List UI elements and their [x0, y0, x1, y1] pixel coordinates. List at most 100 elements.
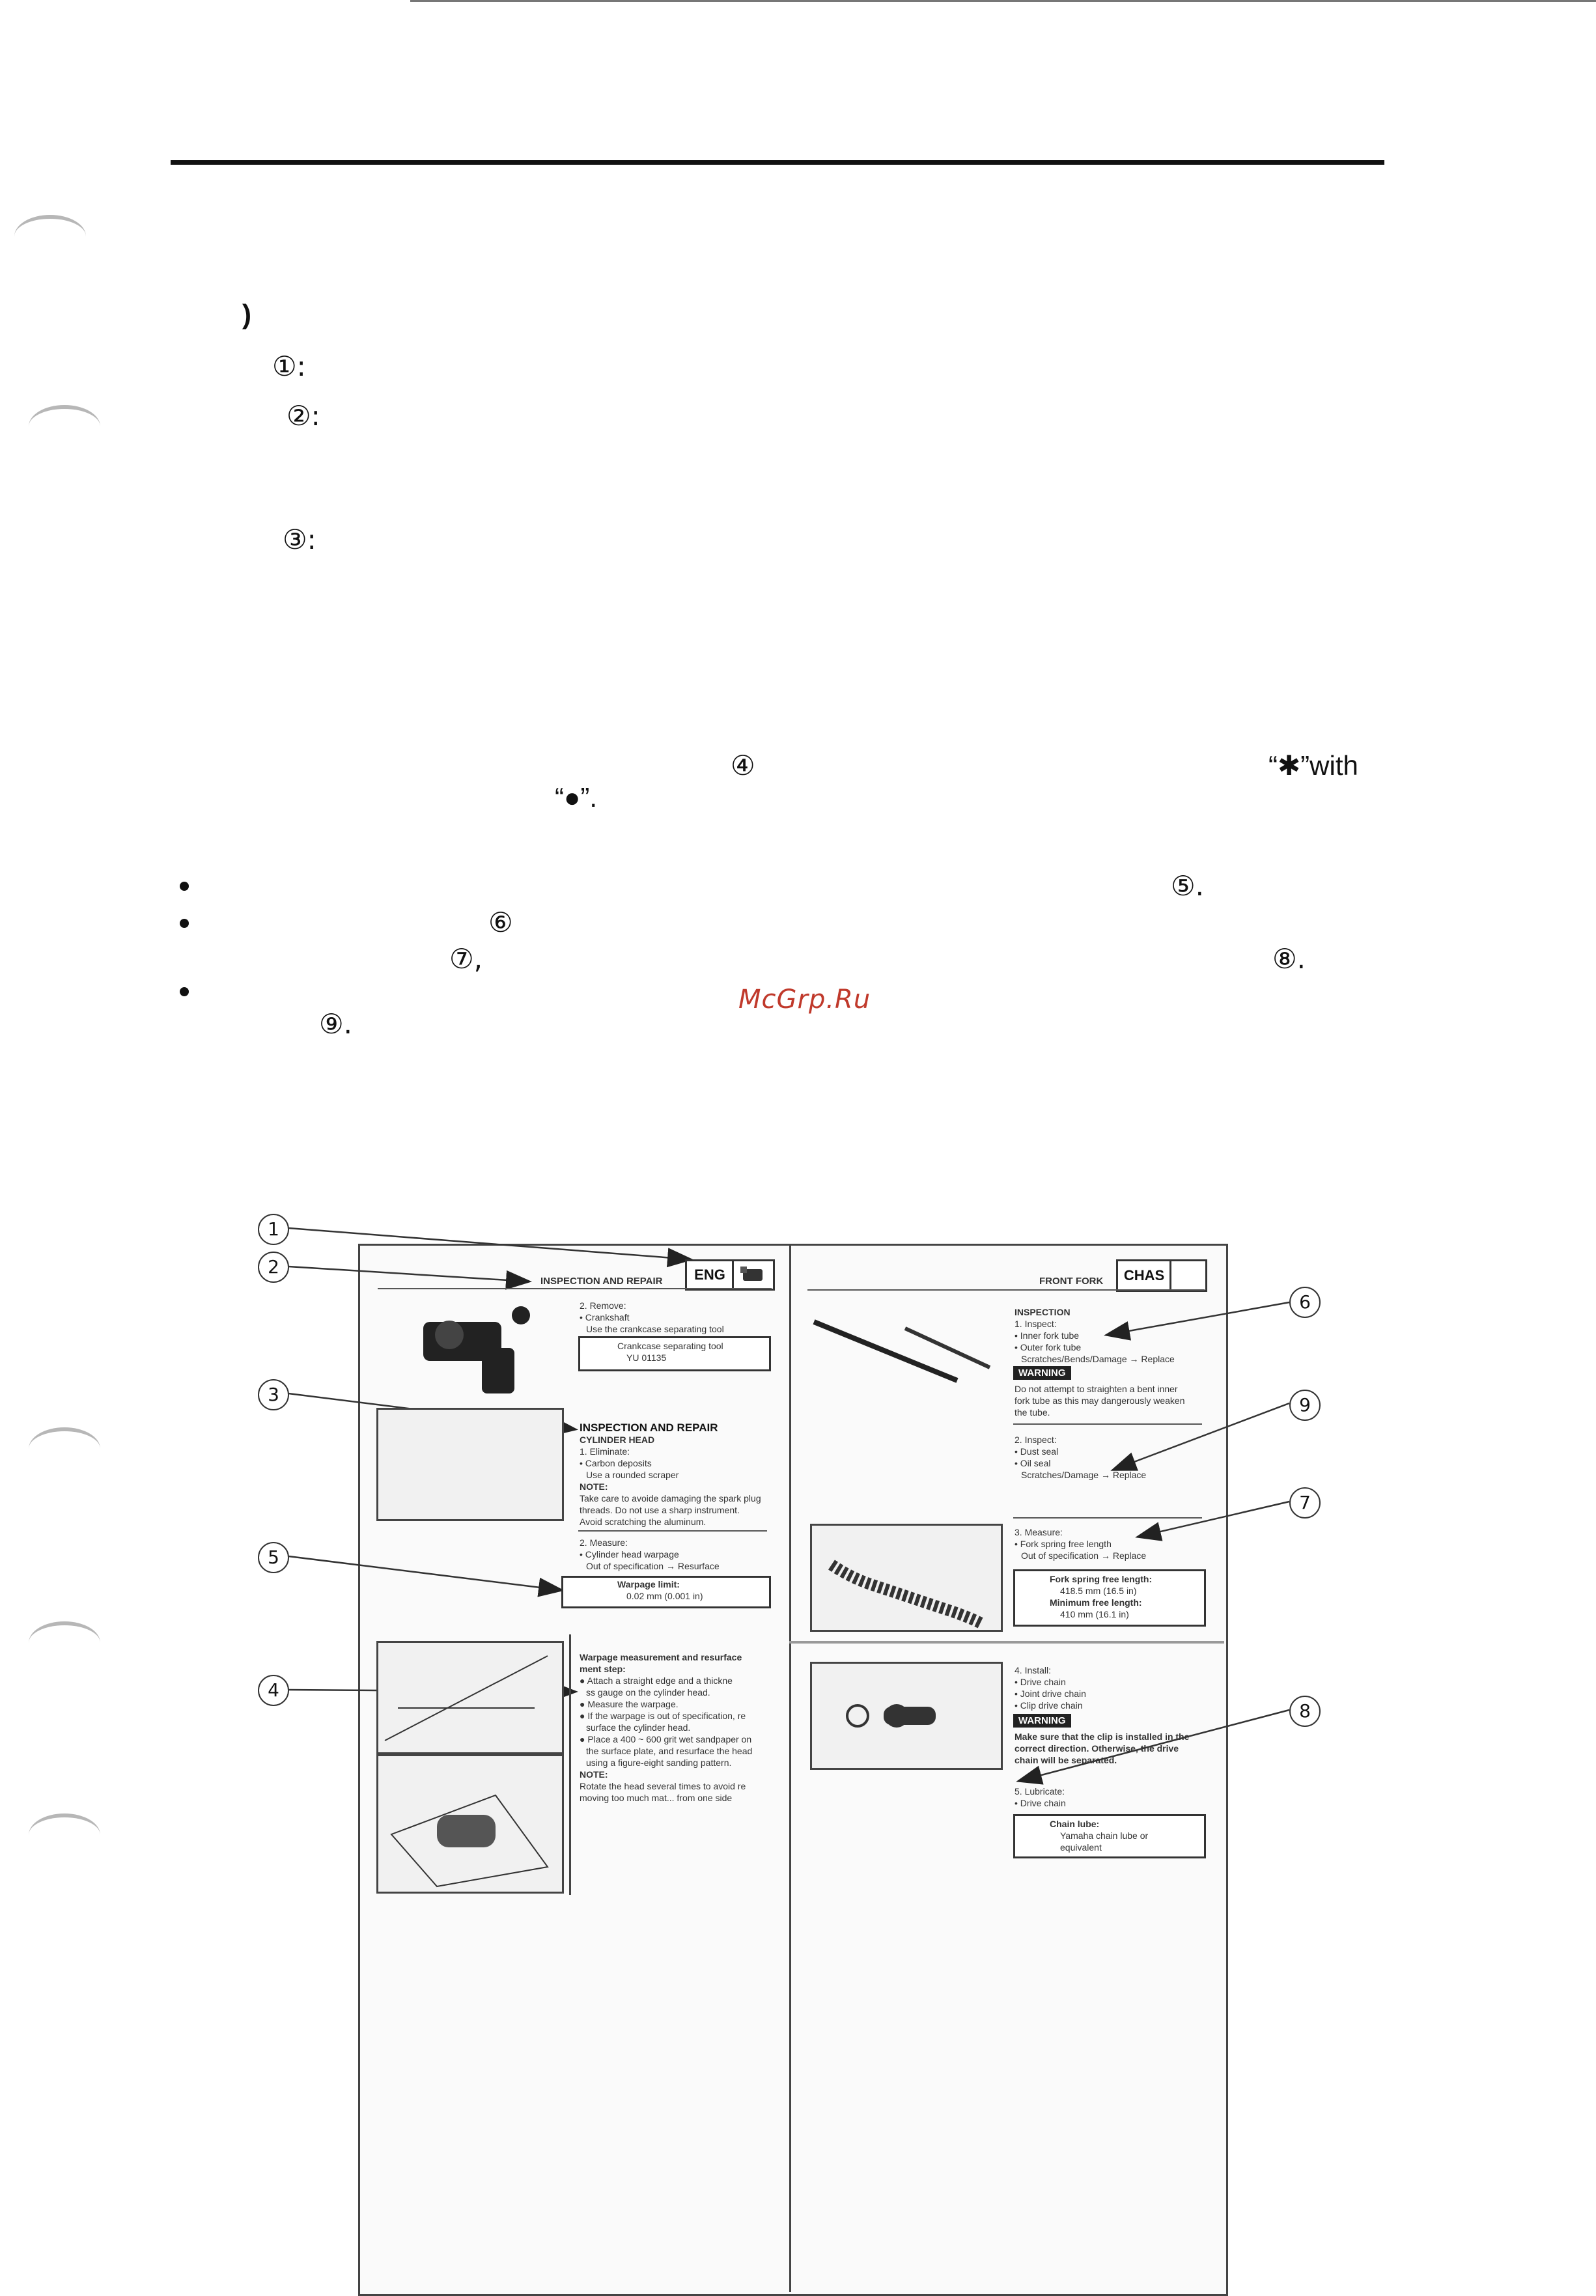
bullet-1-mark-5: ⑤.	[1171, 870, 1205, 902]
callout-9: 9	[1289, 1390, 1321, 1421]
chassis-icon	[1169, 1259, 1207, 1292]
warning-label: WARNING	[1013, 1366, 1071, 1380]
fork-tube-photo	[807, 1302, 1003, 1400]
note-label: NOTE:	[580, 1481, 608, 1492]
leader-6	[1104, 1301, 1290, 1341]
item-1-label: ①:	[272, 350, 306, 382]
spring-min-value: 410 mm (16.1 in)	[1060, 1609, 1129, 1619]
method-step: ss gauge on the cylinder head.	[586, 1687, 710, 1698]
wavy-divider	[789, 1641, 1224, 1644]
bullet-2-mark-6: ⑥	[488, 906, 513, 938]
method-step: ● Attach a straight edge and a thickne	[580, 1675, 733, 1686]
binder-hole-mark	[14, 215, 86, 258]
drive-chain-item: • Drive chain	[1015, 1798, 1066, 1808]
top-scan-edge	[410, 0, 1596, 2]
warning-line: the tube.	[1015, 1407, 1050, 1418]
out-of-spec: Out of specification → Resurface	[586, 1561, 720, 1571]
leader-8	[1016, 1709, 1290, 1785]
clip-item: • Clip drive chain	[1015, 1700, 1083, 1711]
bullet-3-mark-9: ⑨.	[319, 1008, 353, 1040]
method-step: ● Place a 400 ~ 600 grit wet sandpaper o…	[580, 1734, 752, 1744]
item-2-label: ②:	[287, 400, 320, 432]
bullet-2-mark-7: ⑦,	[449, 943, 483, 975]
leader-9	[1110, 1402, 1290, 1471]
callout-8: 8	[1289, 1696, 1321, 1727]
callout-leaders	[288, 1227, 1290, 1785]
warning2-line: Make sure that the clip is installed in …	[1015, 1731, 1190, 1742]
warning2-line: correct direction. Otherwise, the drive	[1015, 1743, 1179, 1754]
crankshaft-photo	[384, 1296, 560, 1407]
warning-line: Do not attempt to straighten a bent inne…	[1015, 1384, 1178, 1394]
warpage-limit-box	[561, 1576, 771, 1608]
spring-out-of-spec: Out of specification → Replace	[1021, 1550, 1147, 1561]
header-rule	[171, 160, 1384, 165]
binder-hole-mark	[29, 1427, 100, 1470]
leader-5	[288, 1555, 565, 1597]
bullet-dot	[180, 987, 189, 996]
note2-line: Rotate the head several times to avoid r…	[580, 1781, 746, 1791]
divider	[1013, 1517, 1202, 1519]
install-step: 4. Install:	[1015, 1665, 1052, 1675]
tool-box	[578, 1336, 771, 1371]
bullet-dot	[180, 919, 189, 928]
scraper-text: Use a rounded scraper	[586, 1470, 679, 1480]
binder-hole-mark	[29, 1813, 100, 1856]
drive-chain-photo	[810, 1662, 1003, 1770]
callout-6: 6	[1289, 1287, 1321, 1318]
callout-3: 3	[258, 1379, 289, 1410]
method-step: the surface plate, and resurface the hea…	[586, 1746, 753, 1756]
spring-min-label: Minimum free length:	[1050, 1597, 1142, 1608]
method-step: using a figure-eight sanding pattern.	[586, 1757, 732, 1768]
warpage-photo	[376, 1641, 564, 1754]
spread-fold-line	[789, 1244, 791, 2292]
lubricate-step: 5. Lubricate:	[1015, 1786, 1065, 1797]
inspect-step: 1. Inspect:	[1015, 1319, 1057, 1329]
asterisk-with-text: “✱”with	[1268, 750, 1358, 781]
measure-step: 2. Measure:	[580, 1537, 628, 1548]
binder-hole-mark	[29, 1621, 100, 1664]
method-step: ● If the warpage is out of specification…	[580, 1711, 746, 1721]
cylinder-head-heading: CYLINDER HEAD	[580, 1435, 655, 1445]
tool-name: Crankcase separating tool	[617, 1341, 723, 1351]
remove-step: 2. Remove:	[580, 1300, 626, 1311]
dot-symbol-text: “●”.	[555, 782, 598, 813]
inner-tube-item: • Inner fork tube	[1015, 1330, 1080, 1341]
divider	[578, 1530, 767, 1532]
eng-badge: ENG	[685, 1259, 735, 1291]
spring-item: • Fork spring free length	[1015, 1539, 1112, 1549]
lube-value: Yamaha chain lube or	[1060, 1830, 1149, 1841]
spring-spec-value: 418.5 mm (16.5 in)	[1060, 1586, 1137, 1596]
callout-5: 5	[258, 1542, 289, 1573]
warning2-line: chain will be separated.	[1015, 1755, 1117, 1765]
left-header-rule	[378, 1288, 772, 1289]
method-title: ment step:	[580, 1664, 626, 1674]
note-line: Avoid scratching the aluminum.	[580, 1517, 707, 1527]
note2-line: moving too much mat... from one side	[580, 1793, 733, 1803]
inspection-heading: INSPECTION	[1015, 1307, 1071, 1317]
warning2-label: WARNING	[1013, 1714, 1071, 1728]
inspection-title: INSPECTION AND REPAIR	[580, 1421, 718, 1434]
use-tool-text: Use the crankcase separating tool	[586, 1324, 724, 1334]
lube-value: equivalent	[1060, 1842, 1102, 1853]
sanding-photo	[376, 1754, 564, 1894]
eliminate-step: 1. Eliminate:	[580, 1446, 630, 1457]
fork-spring-photo	[810, 1524, 1003, 1632]
engine-icon	[732, 1259, 775, 1291]
bullet-2-mark-8: ⑧.	[1272, 943, 1306, 975]
leader-7	[1135, 1500, 1290, 1541]
method-title: Warpage measurement and resurface	[580, 1652, 742, 1662]
measure-step: 3. Measure:	[1015, 1527, 1063, 1537]
limit-label: Warpage limit:	[617, 1579, 680, 1589]
inspect2-step: 2. Inspect:	[1015, 1435, 1057, 1445]
cylinder-head-photo	[376, 1408, 564, 1521]
leader-2	[288, 1265, 532, 1290]
callout-1: 1	[258, 1214, 289, 1245]
warning-line: fork tube as this may dangerously weaken	[1015, 1395, 1185, 1406]
chain-lube-box	[1013, 1814, 1206, 1858]
tool-part: YU 01135	[626, 1352, 667, 1363]
drive-chain-item: • Drive chain	[1015, 1677, 1066, 1687]
lube-label: Chain lube:	[1050, 1819, 1100, 1829]
right-header-rule	[807, 1289, 1205, 1291]
damage-text: Scratches/Damage → Replace	[1021, 1470, 1147, 1480]
method-step: ● Measure the warpage.	[580, 1699, 679, 1709]
